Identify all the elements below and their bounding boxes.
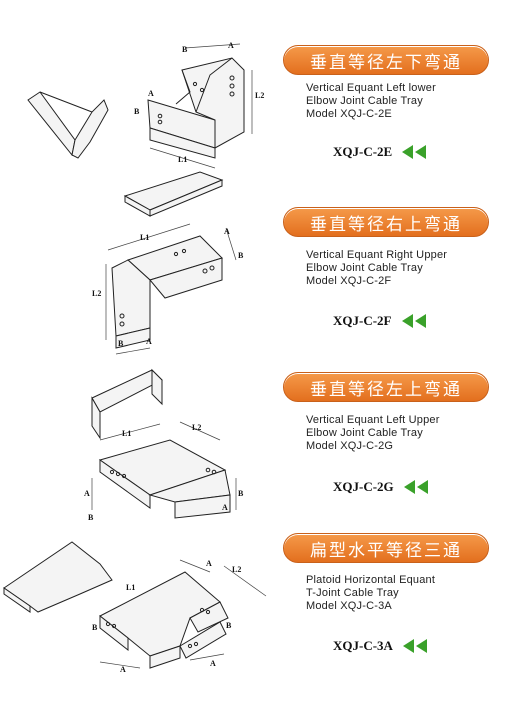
svg-text:A: A: [224, 227, 230, 236]
description-line: Elbow Joint Cable Tray: [306, 95, 423, 107]
model-code-row: XQJ-C-2E: [333, 142, 427, 162]
model-code-row: XQJ-C-3A: [333, 636, 427, 656]
svg-text:A: A: [222, 503, 228, 512]
svg-text:B: B: [238, 489, 244, 498]
product-description: Vertical Equant Left lower Elbow Joint C…: [306, 82, 496, 121]
description-line: Vertical Equant Left lower: [306, 82, 436, 94]
product-title-pill: 扁型水平等径三通: [283, 533, 489, 563]
svg-text:B: B: [238, 251, 244, 260]
description-line: Platoid Horizontal Equant: [306, 574, 436, 586]
cover-plate-drawing: [91, 368, 163, 440]
drawing-left-upper-elbow: L1 L2 A B B A: [84, 368, 244, 522]
svg-text:L2: L2: [192, 423, 201, 432]
product-title-pill: 垂直等径左下弯通: [283, 45, 489, 75]
description-line: Vertical Equant Right Upper: [306, 249, 448, 261]
model-code-row: XQJ-C-2F: [333, 311, 426, 331]
svg-text:L1: L1: [126, 583, 135, 592]
svg-text:L1: L1: [178, 155, 187, 164]
svg-text:L2: L2: [255, 91, 264, 100]
description-line: Elbow Joint Cable Tray: [306, 427, 423, 439]
svg-text:A: A: [228, 41, 234, 50]
svg-text:L2: L2: [92, 289, 101, 298]
model-code: XQJ-C-2G: [333, 479, 394, 494]
drawing-platoid-t-joint: A L2 L1B B A A: [3, 541, 267, 674]
cover-plate-drawing: [3, 541, 113, 613]
svg-text:B: B: [134, 107, 140, 116]
double-left-arrow-icon: [402, 639, 427, 653]
svg-text:B: B: [88, 513, 94, 522]
cover-plate-drawing: [27, 91, 109, 159]
description-line: Vertical Equant Left Upper: [306, 414, 440, 426]
svg-text:A: A: [210, 659, 216, 668]
product-description: Vertical Equant Right Upper Elbow Joint …: [306, 249, 496, 288]
product-description: Platoid Horizontal Equant T-Joint Cable …: [306, 574, 496, 613]
svg-text:B: B: [92, 623, 98, 632]
model-code: XQJ-C-2E: [333, 144, 393, 159]
description-line: Model XQJ-C-2E: [306, 108, 392, 120]
cover-plate-drawing: [123, 171, 224, 217]
svg-text:L2: L2: [232, 565, 241, 574]
product-description: Vertical Equant Left Upper Elbow Joint C…: [306, 414, 496, 453]
description-line: Elbow Joint Cable Tray: [306, 262, 423, 274]
svg-text:A: A: [206, 559, 212, 568]
description-line: Model XQJ-C-2F: [306, 275, 392, 287]
product-title-pill: 垂直等径右上弯通: [283, 207, 489, 237]
svg-text:B: B: [182, 45, 188, 54]
model-code-row: XQJ-C-2G: [333, 477, 428, 497]
double-left-arrow-icon: [403, 480, 428, 494]
svg-text:A: A: [148, 89, 154, 98]
description-line: T-Joint Cable Tray: [306, 587, 399, 599]
tray-drawing: L1 L2 A B B A: [84, 421, 244, 522]
svg-text:B: B: [118, 339, 124, 348]
svg-text:L1: L1: [122, 429, 131, 438]
model-code: XQJ-C-2F: [333, 313, 392, 328]
svg-text:L1: L1: [140, 233, 149, 242]
double-left-arrow-icon: [401, 314, 426, 328]
tray-drawing: A L2 L1B B A A: [92, 559, 267, 674]
model-code: XQJ-C-3A: [333, 638, 393, 653]
svg-text:A: A: [84, 489, 90, 498]
svg-text:A: A: [120, 665, 126, 674]
double-left-arrow-icon: [402, 145, 427, 159]
svg-text:B: B: [226, 621, 232, 630]
description-line: Model XQJ-C-2G: [306, 440, 394, 452]
svg-text:A: A: [146, 337, 152, 346]
description-line: Model XQJ-C-3A: [306, 600, 392, 612]
product-title-pill: 垂直等径左上弯通: [283, 372, 489, 402]
